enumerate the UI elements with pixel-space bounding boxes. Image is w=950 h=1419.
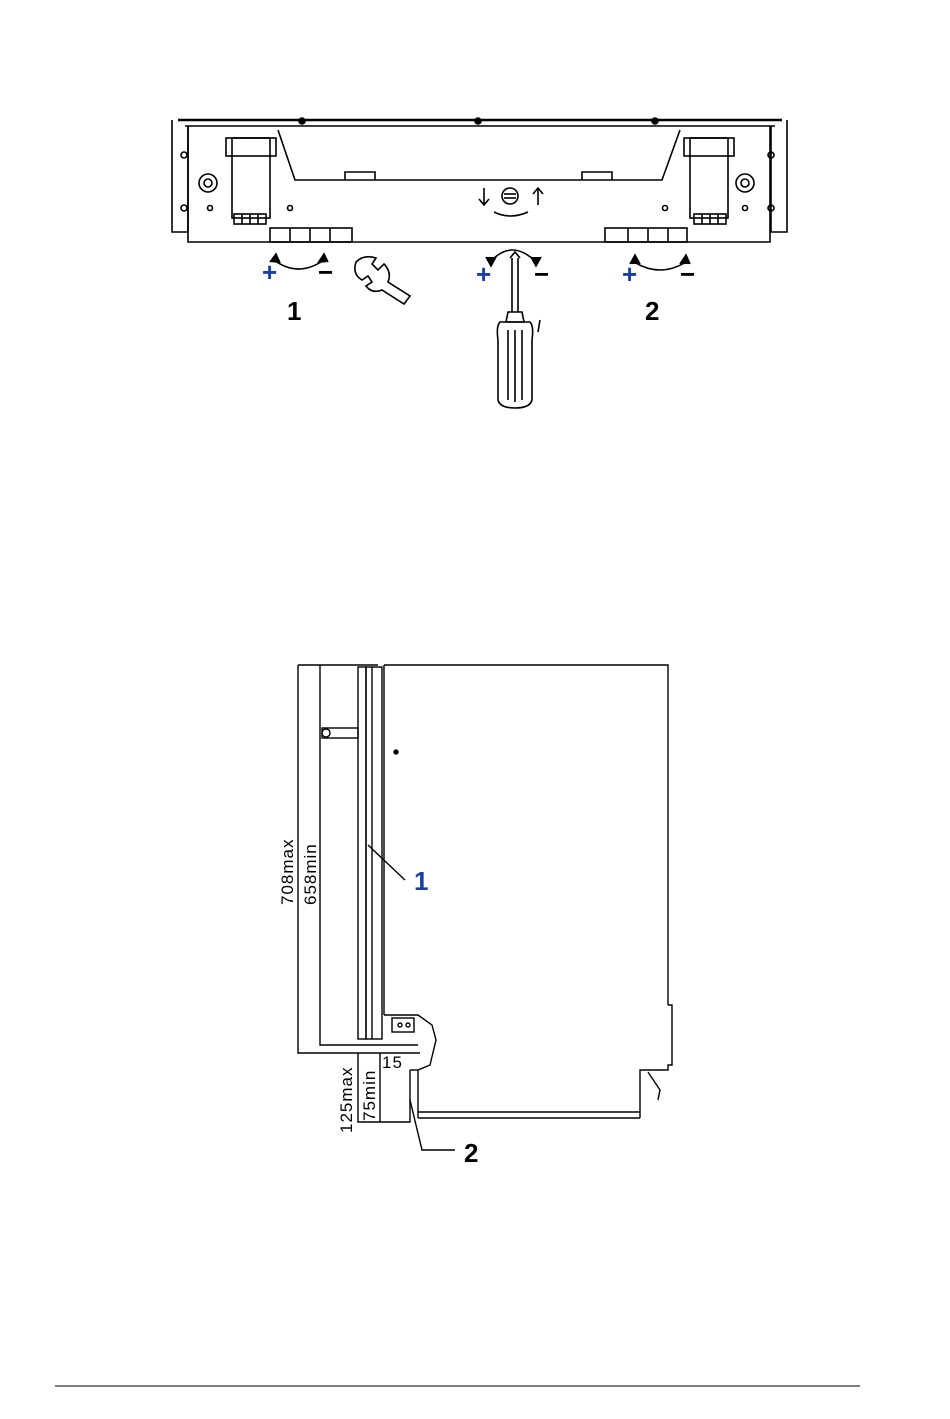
dimension-plinth-min: 75min: [360, 1070, 379, 1121]
plus-sign-center: +: [476, 259, 491, 289]
minus-sign-left: −: [318, 257, 333, 287]
adjustment-diagram: [172, 118, 787, 242]
callout-1-door: 1: [414, 866, 428, 896]
dimension-height-min: 658min: [301, 843, 320, 905]
plus-sign-left: +: [262, 257, 277, 287]
adjustment-signs: + − + − + −: [262, 257, 695, 289]
dimension-plinth-max: 125max: [337, 1067, 356, 1133]
wrench-icon: [355, 257, 410, 304]
plus-sign-right: +: [622, 259, 637, 289]
dimension-height-max: 708max: [278, 839, 297, 905]
callout-1-top: 1: [287, 296, 301, 326]
callout-2-plinth: 2: [464, 1138, 478, 1168]
dimension-gap: 15: [382, 1053, 403, 1072]
callout-2-top: 2: [645, 296, 659, 326]
minus-sign-right: −: [680, 259, 695, 289]
minus-sign-center: −: [534, 259, 549, 289]
